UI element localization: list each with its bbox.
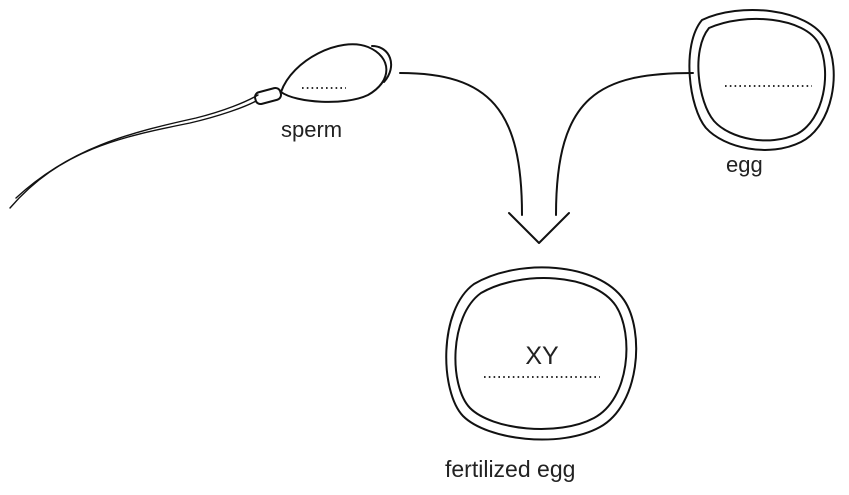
chromosome-label-xy: XY: [525, 342, 559, 370]
sperm-head: [281, 44, 386, 102]
egg-label: egg: [726, 152, 763, 177]
fusion-arrow: [400, 73, 693, 243]
arrow-from-sperm: [400, 73, 522, 215]
sperm-label: sperm: [281, 117, 342, 142]
fertilized-egg-label: fertilized egg: [445, 456, 575, 482]
sperm-midpiece: [254, 87, 282, 105]
egg-cell: [689, 10, 833, 150]
sperm-tail-inner: [16, 95, 258, 198]
sperm-tail: [10, 101, 256, 208]
egg-inner-membrane: [698, 19, 825, 140]
egg-outer-membrane: [689, 10, 833, 150]
arrow-from-egg: [556, 73, 693, 215]
arrow-head: [509, 213, 569, 243]
fertilized-egg-cell: XY: [446, 267, 636, 439]
